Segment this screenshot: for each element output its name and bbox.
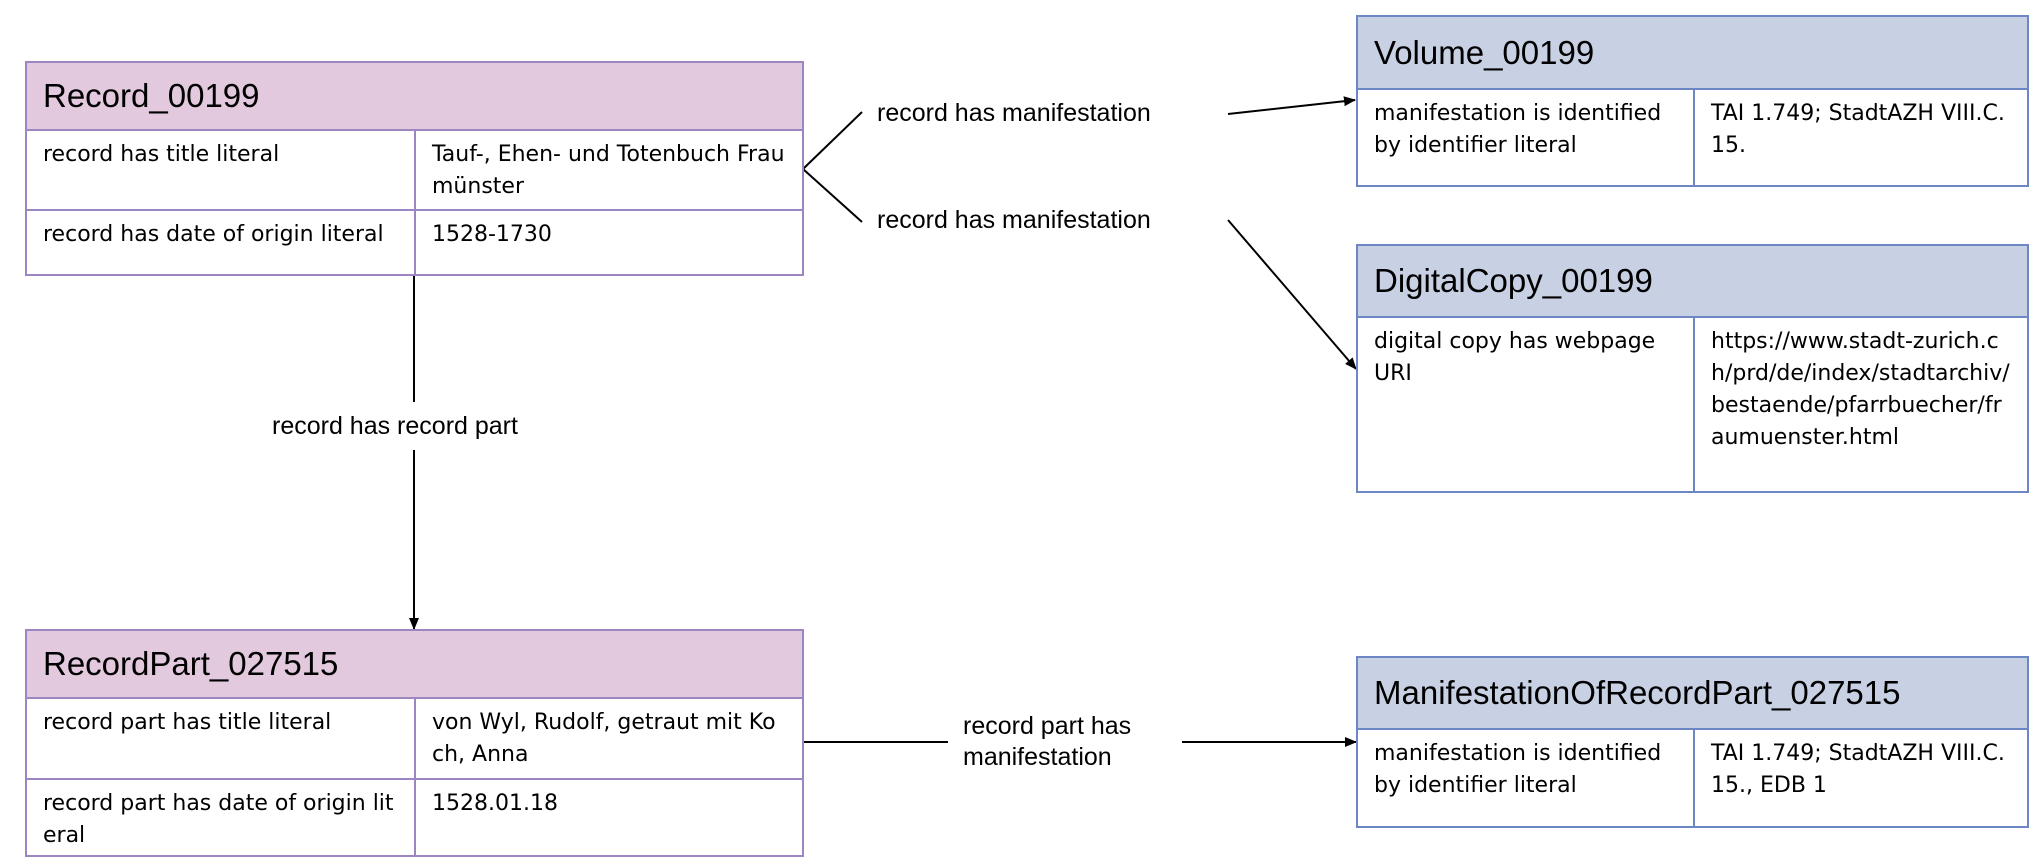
digital-copy-uri-row: digital copy has webpage URI https://www…	[1358, 318, 2027, 491]
record-part-title-row: record part has title literal von Wyl, R…	[27, 699, 802, 778]
digital-copy-entity: DigitalCopy_00199 digital copy has webpa…	[1356, 244, 2029, 493]
edge-record-digitalcopy-stub	[802, 168, 863, 223]
manifestation-part-entity: ManifestationOfRecordPart_027515 manifes…	[1356, 656, 2029, 828]
record-date-value: 1528-1730	[432, 222, 552, 247]
record-entity-title: Record_00199	[27, 63, 802, 131]
record-part-date-row: record part has date of origin literal 1…	[27, 778, 802, 855]
digital-copy-uri-value[interactable]: https://www.stadt-zurich.ch/prd/de/index…	[1711, 329, 2010, 450]
record-date-prop: record has date of origin literal	[27, 211, 416, 274]
digital-copy-uri-prop: digital copy has webpage URI	[1358, 318, 1695, 491]
edge-label-record-volume: record has manifestation	[877, 99, 1151, 127]
manifestation-part-identifier-value: TAI 1.749; StadtAZH VIII.C. 15., EDB 1	[1711, 741, 2005, 798]
record-part-title-value: von Wyl, Rudolf, getraut mit Koch, Anna	[432, 710, 776, 767]
edge-label-record-digitalcopy: record has manifestation	[877, 206, 1151, 234]
edge-record-volume-stub	[802, 111, 863, 170]
manifestation-part-identifier-prop: manifestation is identified by identifie…	[1358, 730, 1695, 826]
manifestation-part-entity-title: ManifestationOfRecordPart_027515	[1358, 658, 2027, 730]
record-part-title-prop: record part has title literal	[27, 699, 416, 778]
volume-identifier-row: manifestation is identified by identifie…	[1358, 90, 2027, 185]
record-part-date-value: 1528.01.18	[432, 791, 558, 816]
record-title-row: record has title literal Tauf-, Ehen- un…	[27, 131, 802, 209]
manifestation-part-identifier-row: manifestation is identified by identifie…	[1358, 730, 2027, 826]
record-part-entity: RecordPart_027515 record part has title …	[25, 629, 804, 857]
volume-entity-title: Volume_00199	[1358, 17, 2027, 90]
record-title-prop: record has title literal	[27, 131, 416, 209]
volume-entity: Volume_00199 manifestation is identified…	[1356, 15, 2029, 187]
volume-identifier-value: TAI 1.749; StadtAZH VIII.C. 15.	[1711, 101, 2005, 158]
digital-copy-entity-title: DigitalCopy_00199	[1358, 246, 2027, 318]
volume-identifier-prop: manifestation is identified by identifie…	[1358, 90, 1695, 185]
record-part-entity-title: RecordPart_027515	[27, 631, 802, 699]
edge-record-digitalcopy-arrow	[1227, 219, 1357, 370]
edge-record-volume-arrow	[1227, 96, 1356, 115]
record-entity: Record_00199 record has title literal Ta…	[25, 61, 804, 276]
record-date-row: record has date of origin literal 1528-1…	[27, 209, 802, 274]
edge-label-recordpart-manifestation: record part has manifestation	[963, 712, 1132, 771]
edge-label-record-recordpart: record has record part	[272, 412, 518, 440]
record-part-date-prop: record part has date of origin literal	[27, 780, 416, 855]
record-title-value: Tauf-, Ehen- und Totenbuch Fraumünster	[432, 142, 785, 199]
